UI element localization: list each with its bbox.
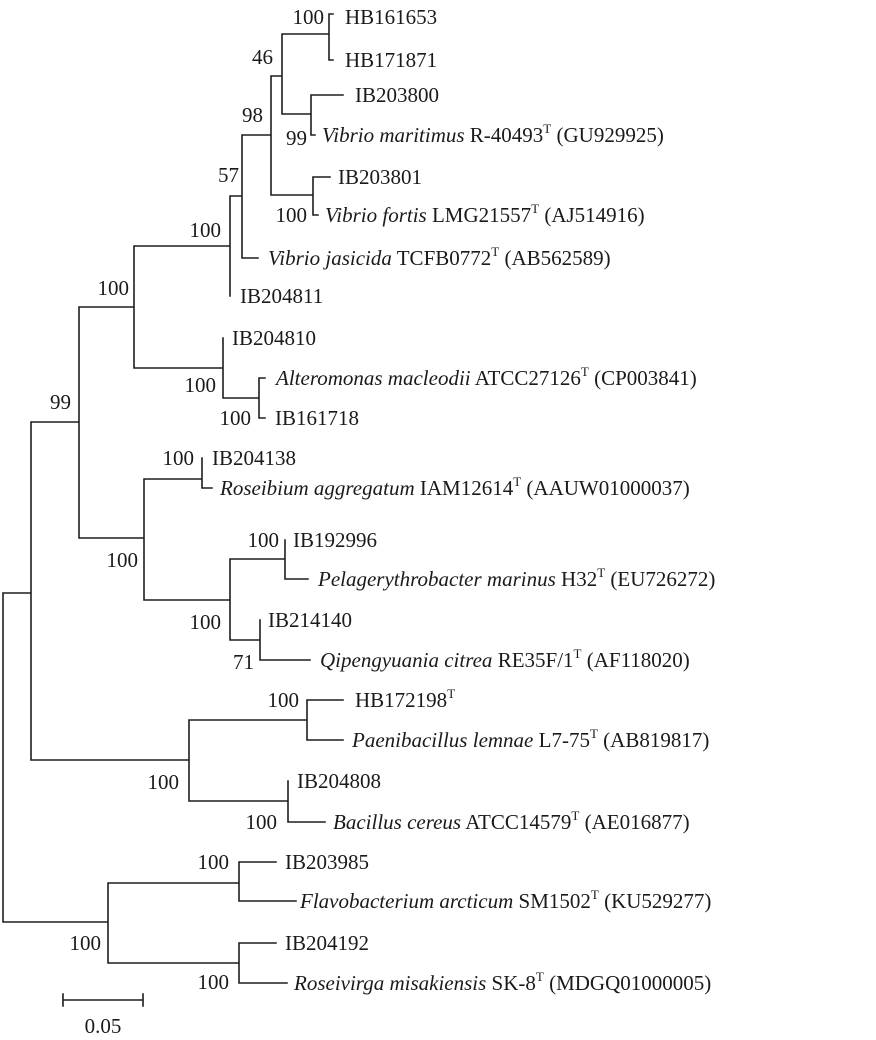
bootstrap-value: 100 — [98, 276, 130, 300]
bootstrap-value: 46 — [252, 45, 273, 69]
bootstrap-values: 100 46 99 98 57 100 100 100 99 100 100 1… — [50, 5, 324, 994]
leaf-label: IB204808 — [297, 769, 381, 793]
bootstrap-value: 100 — [198, 970, 230, 994]
bootstrap-value: 100 — [220, 406, 252, 430]
leaf-label: IB204810 — [232, 326, 316, 350]
bootstrap-value: 98 — [242, 103, 263, 127]
bootstrap-value: 100 — [276, 203, 308, 227]
leaf-labels: HB161653 HB171871 IB203800 Vibrio mariti… — [212, 5, 715, 995]
bootstrap-value: 71 — [233, 650, 254, 674]
leaf-label: Roseibium aggregatum IAM12614T (AAUW0100… — [219, 474, 690, 500]
leaf-label: IB204192 — [285, 931, 369, 955]
bootstrap-value: 57 — [218, 163, 239, 187]
leaf-label: IB214140 — [268, 608, 352, 632]
leaf-label: Qipengyuania citrea RE35F/1T (AF118020) — [320, 646, 690, 672]
leaf-label: Paenibacillus lemnae L7-75T (AB819817) — [351, 726, 709, 752]
bootstrap-value: 100 — [148, 770, 180, 794]
bootstrap-value: 100 — [190, 218, 222, 242]
bootstrap-value: 100 — [268, 688, 300, 712]
bootstrap-value: 100 — [248, 528, 280, 552]
tree-branches — [2, 13, 344, 984]
leaf-label: IB192996 — [293, 528, 377, 552]
scale-bar-line — [62, 993, 144, 1007]
leaf-label: IB203800 — [355, 83, 439, 107]
bootstrap-value: 99 — [286, 126, 307, 150]
leaf-label: IB203801 — [338, 165, 422, 189]
bootstrap-value: 99 — [50, 390, 71, 414]
leaf-label: IB204811 — [240, 284, 323, 308]
leaf-label: Vibrio jasicida TCFB0772T (AB562589) — [268, 244, 611, 270]
leaf-label: Pelagerythrobacter marinus H32T (EU72627… — [317, 565, 715, 591]
leaf-label: IB161718 — [275, 406, 359, 430]
bootstrap-value: 100 — [163, 446, 195, 470]
scale-bar-label: 0.05 — [85, 1014, 122, 1038]
leaf-label: Vibrio fortis LMG21557T (AJ514916) — [325, 201, 645, 227]
leaf-label: Alteromonas macleodii ATCC27126T (CP0038… — [274, 364, 697, 390]
scale-bar: 0.05 — [62, 993, 144, 1038]
leaf-label: Flavobacterium arcticum SM1502T (KU52927… — [299, 887, 711, 913]
bootstrap-value: 100 — [70, 931, 102, 955]
leaf-label: Vibrio maritimus R-40493T (GU929925) — [322, 121, 664, 147]
leaf-label: Roseivirga misakiensis SK-8T (MDGQ010000… — [293, 969, 711, 995]
bootstrap-value: 100 — [190, 610, 222, 634]
leaf-label: IB204138 — [212, 446, 296, 470]
leaf-label: HB161653 — [345, 5, 437, 29]
bootstrap-value: 100 — [293, 5, 325, 29]
bootstrap-value: 100 — [246, 810, 278, 834]
bootstrap-value: 100 — [185, 373, 217, 397]
bootstrap-value: 100 — [198, 850, 230, 874]
bootstrap-value: 100 — [107, 548, 139, 572]
leaf-label: HB171871 — [345, 48, 437, 72]
leaf-label: Bacillus cereus ATCC14579T (AE016877) — [333, 808, 690, 834]
leaf-label: IB203985 — [285, 850, 369, 874]
leaf-label: HB172198T — [355, 686, 455, 712]
